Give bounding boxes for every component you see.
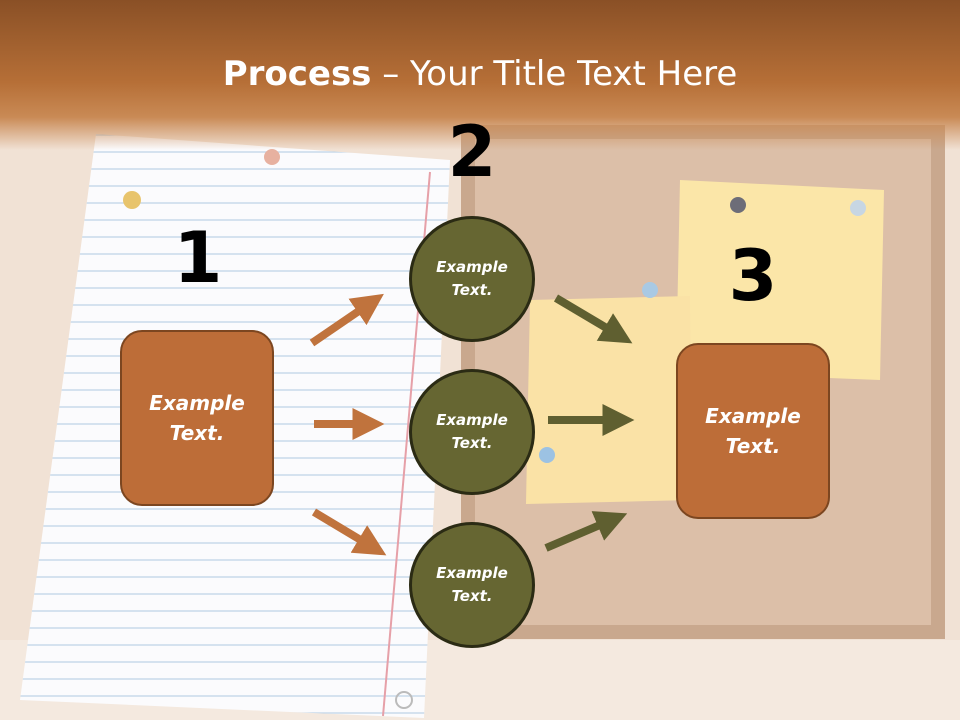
arrow-from-bottom bbox=[544, 511, 628, 552]
slide-title: Process – Your Title Text Here bbox=[0, 52, 960, 96]
end-box: Example Text. bbox=[676, 343, 830, 519]
pin-icon bbox=[264, 149, 280, 165]
end-box-label: Example Text. bbox=[705, 404, 801, 458]
step-number-2: 2 bbox=[447, 111, 497, 193]
middle-bottom-circle: Example Text. bbox=[409, 522, 535, 648]
middle-center-circle: Example Text. bbox=[409, 369, 535, 495]
middle-bottom-label: Example Text. bbox=[436, 564, 508, 605]
middle-top-circle: Example Text. bbox=[409, 216, 535, 342]
pin-icon bbox=[123, 191, 141, 209]
arrow-to-bottom bbox=[311, 508, 387, 556]
step-number-1: 1 bbox=[173, 217, 223, 299]
start-box-label: Example Text. bbox=[149, 391, 245, 445]
pin-icon bbox=[539, 447, 555, 463]
title-rest: – Your Title Text Here bbox=[371, 54, 738, 94]
title-strong: Process bbox=[222, 54, 372, 94]
pin-icon bbox=[642, 282, 658, 298]
pin-icon bbox=[730, 197, 746, 213]
arrow-from-top bbox=[553, 294, 633, 344]
arrow-to-top bbox=[309, 293, 384, 347]
middle-top-label: Example Text. bbox=[436, 258, 508, 299]
sticky-note bbox=[676, 180, 884, 380]
step-number-3: 3 bbox=[728, 235, 778, 317]
title-band bbox=[0, 0, 960, 150]
pin-icon bbox=[850, 200, 866, 216]
sticky-note bbox=[526, 296, 692, 504]
middle-center-label: Example Text. bbox=[436, 411, 508, 452]
start-box: Example Text. bbox=[120, 330, 274, 506]
